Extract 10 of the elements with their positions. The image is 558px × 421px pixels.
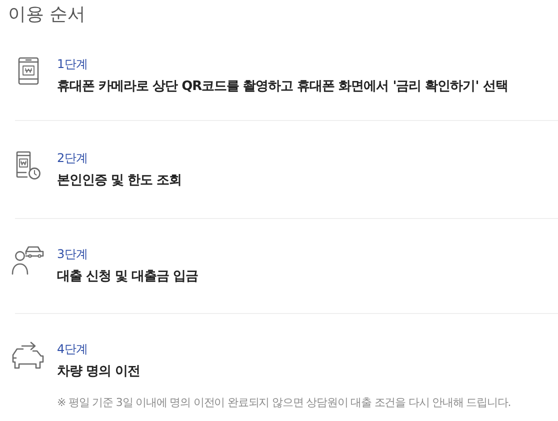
step-number: 3단계 xyxy=(57,246,88,262)
step-number: 4단계 xyxy=(57,341,88,357)
step-description: 차량 명의 이전 xyxy=(57,363,140,381)
step-number: 2단계 xyxy=(57,150,88,166)
step-description: 휴대폰 카메라로 상단 QR코드를 촬영하고 휴대폰 화면에서 '금리 확인하기' 선택 xyxy=(57,78,508,96)
section-title: 이용 순서 xyxy=(8,3,86,27)
step-description: 본인인증 및 한도 조회 xyxy=(57,172,182,190)
step-number: 1단계 xyxy=(57,56,88,72)
step-description: 대출 신청 및 대출금 입금 xyxy=(57,268,198,286)
note-text: ※ 평일 기준 3일 이내에 명의 이전이 완료되지 않으면 상담원이 대출 조건을 다시 안내해 드립니다. xyxy=(57,396,511,410)
